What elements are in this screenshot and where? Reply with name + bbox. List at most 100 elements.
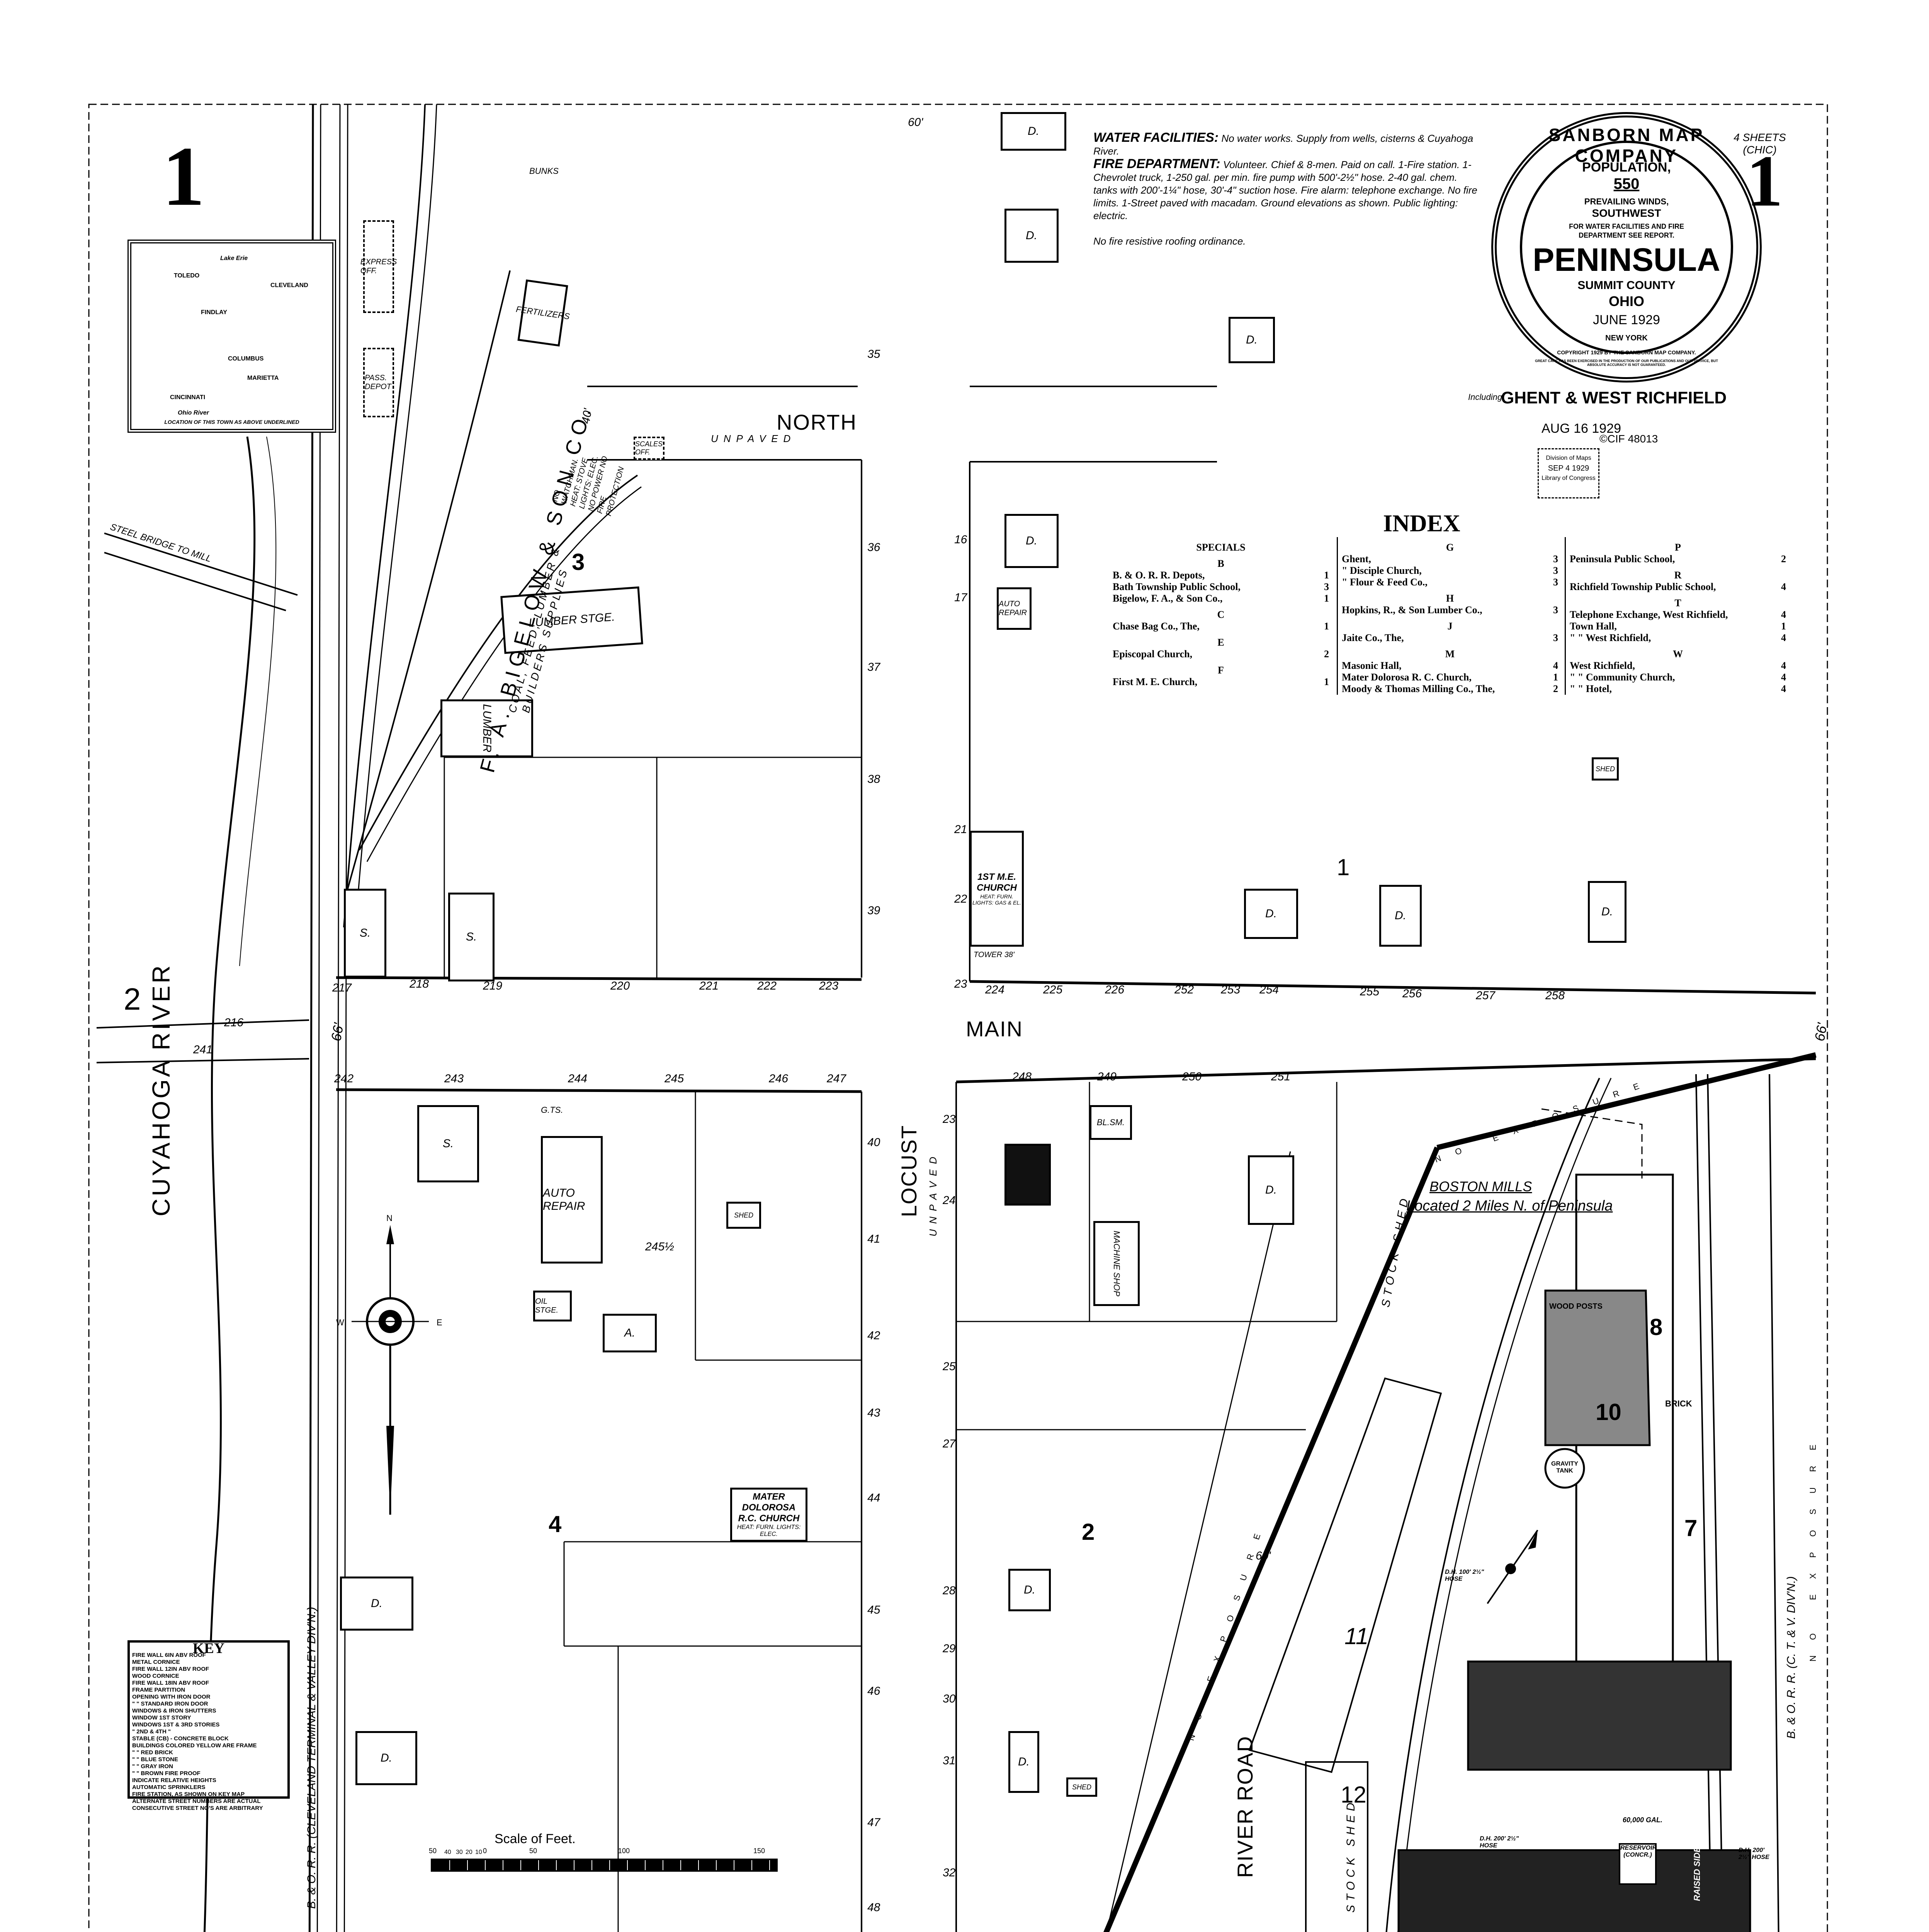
address-number: 218 xyxy=(410,978,429,990)
railroad-label-west: B. & O. R. R. (CLEVELAND TERMINAL & VALL… xyxy=(305,1607,318,1909)
index-entry: " " Hotel,4 xyxy=(1570,683,1786,694)
index-entry: Chase Bag Co., The,1 xyxy=(1113,621,1329,632)
address-number: 37 xyxy=(867,661,880,673)
street-main-width-east: 66' xyxy=(1811,1022,1830,1043)
railroad-label-east: B. & O. R. R. (C. T. & V. DIV'N.) xyxy=(1785,1576,1798,1739)
seal-winds-label: PREVAILING WINDS, xyxy=(1584,197,1669,206)
key-title: KEY xyxy=(192,1640,225,1656)
seal-water-note-1: FOR WATER FACILITIES AND FIRE xyxy=(1569,223,1684,230)
building-dwelling: A. xyxy=(603,1314,657,1352)
index-entry: Masonic Hall,4 xyxy=(1342,660,1558,671)
seal-city: NEW YORK xyxy=(1605,334,1648,342)
address-number: 245 xyxy=(665,1072,684,1085)
scale-title: Scale of Feet. xyxy=(495,1832,576,1846)
street-locust: LOCUST xyxy=(897,1124,921,1217)
building-dwelling: D. xyxy=(1004,514,1059,568)
seal-town: PENINSULA xyxy=(1533,242,1720,278)
address-number: 41 xyxy=(867,1233,880,1245)
location-inset-map: Lake Erie TOLEDO CLEVELAND FINDLAY COLUM… xyxy=(127,240,336,433)
registration-number: ©CIF 48013 xyxy=(1599,433,1658,445)
seal-copyright: COPYRIGHT 1929 BY THE SANBORN MAP COMPAN… xyxy=(1557,349,1696,355)
seal-date: JUNE 1929 xyxy=(1593,313,1660,327)
address-number: 226 xyxy=(1105,983,1125,996)
mill-building-number: 8 xyxy=(1650,1314,1663,1340)
label-bunks: BUNKS xyxy=(529,166,559,176)
building-dwelling: D. xyxy=(1244,889,1298,939)
map-key: KEY FIRE WALL 6IN ABV ROOF METAL CORNICE… xyxy=(127,1640,290,1811)
index-entry: Peninsula Public School,2 xyxy=(1570,553,1786,565)
inset-caption: LOCATION OF THIS TOWN AS ABOVE UNDERLINE… xyxy=(164,419,299,425)
building-dwelling: D. xyxy=(1008,1569,1051,1611)
label-60000-gal: 60,000 GAL. xyxy=(1623,1816,1663,1824)
library-stamp: Division of Maps SEP 4 1929 Library of C… xyxy=(1538,448,1599,498)
compass-w: W xyxy=(336,1318,344,1327)
address-number: 244 xyxy=(568,1072,588,1085)
building-oil-storage: OIL STGE. xyxy=(533,1291,572,1321)
address-number: 22 xyxy=(954,893,967,905)
mill-building-number: 12 xyxy=(1341,1782,1366,1808)
building-express-office: EXPRESS OFF. xyxy=(360,220,397,313)
building-first-me-church: 1ST M.E. CHURCH HEAT: FURN. LIGHTS: GAS … xyxy=(970,831,1024,947)
building-blacksmith: BL.SM. xyxy=(1089,1105,1132,1140)
index-entry: Mater Dolorosa R. C. Church,1 xyxy=(1342,672,1558,683)
street-river-road-width: 60' xyxy=(1256,1549,1271,1562)
roofing-note: No fire resistive roofing ordinance. xyxy=(1093,235,1246,247)
index-title: INDEX xyxy=(1383,510,1460,537)
address-number: 253 xyxy=(1221,983,1241,996)
address-number: 47 xyxy=(867,1816,880,1829)
building-store: S. xyxy=(344,889,386,978)
building-auto-repair: AUTO REPAIR xyxy=(541,1136,603,1264)
inset-city: FINDLAY xyxy=(201,309,227,316)
compass-e: E xyxy=(437,1318,442,1327)
water-heading: WATER FACILITIES: xyxy=(1093,130,1219,145)
scale-tick: 0 xyxy=(483,1847,487,1855)
label-boston-mills-location: Located 2 Miles N. of Peninsula xyxy=(1406,1198,1613,1214)
seal-county: SUMMIT COUNTY xyxy=(1577,279,1676,292)
seal-population: 550 xyxy=(1613,175,1640,192)
mill-building-number: 7 xyxy=(1684,1515,1698,1541)
address-number: 221 xyxy=(699,980,719,992)
address-number: 17 xyxy=(954,591,967,604)
label-gravity-tank: GRAVITY TANK xyxy=(1551,1461,1578,1474)
index-entry: Episcopal Church,2 xyxy=(1113,648,1329,660)
building-fertilizers: FERTILIZERS xyxy=(515,279,570,347)
river-label: CUYAHOGA RIVER xyxy=(147,963,175,1216)
block-number: 3 xyxy=(572,549,585,575)
building-pass-depot: PASS. DEPOT xyxy=(363,348,394,417)
building-brick xyxy=(1004,1144,1051,1206)
address-number: 45 xyxy=(867,1604,880,1616)
address-number: 251 xyxy=(1271,1070,1291,1083)
address-number: 46 xyxy=(867,1685,880,1697)
address-number: 220 xyxy=(610,980,630,992)
label-boston-mills: BOSTON MILLS xyxy=(1429,1179,1532,1194)
inset-lake: Lake Erie xyxy=(220,255,248,262)
index-column-3: P Peninsula Public School,2 R Richfield … xyxy=(1565,537,1786,695)
street-locust-surface: UNPAVED xyxy=(927,1151,939,1236)
scale-bar xyxy=(431,1859,778,1872)
scale-tick: 100 xyxy=(618,1847,630,1855)
seal-disclaimer: GREAT CARE HAS BEEN EXERCISED IN THE PRO… xyxy=(1535,359,1718,367)
index-entry: First M. E. Church,1 xyxy=(1113,676,1329,687)
address-number: 249 xyxy=(1097,1070,1117,1083)
seal-inner-ring xyxy=(1520,141,1733,354)
building-machine-shop: MACHINE SHOP xyxy=(1093,1221,1140,1306)
address-number: 248 xyxy=(1012,1070,1032,1083)
block-number: 4 xyxy=(549,1511,562,1537)
building-dwelling: S. xyxy=(417,1105,479,1182)
scale-tick: 30 xyxy=(456,1849,463,1855)
registration-date: AUG 16 1929 xyxy=(1542,421,1621,436)
scale-tick: 150 xyxy=(753,1847,765,1855)
address-number: 25 xyxy=(943,1360,956,1373)
scale-tick: 50 xyxy=(529,1847,537,1855)
address-number: 222 xyxy=(757,980,777,992)
inset-river: Ohio River xyxy=(178,410,209,416)
index-entry: " " Community Church,4 xyxy=(1570,672,1786,683)
scale-tick: 10 xyxy=(475,1849,482,1855)
address-number: 252 xyxy=(1174,983,1194,996)
index-entry: Bigelow, F. A., & Son Co.,1 xyxy=(1113,593,1329,604)
index-entry: " Disciple Church,3 xyxy=(1342,565,1558,576)
address-number: 245½ xyxy=(645,1240,675,1253)
address-number: 23 xyxy=(954,978,967,990)
address-number: 243 xyxy=(444,1072,464,1085)
